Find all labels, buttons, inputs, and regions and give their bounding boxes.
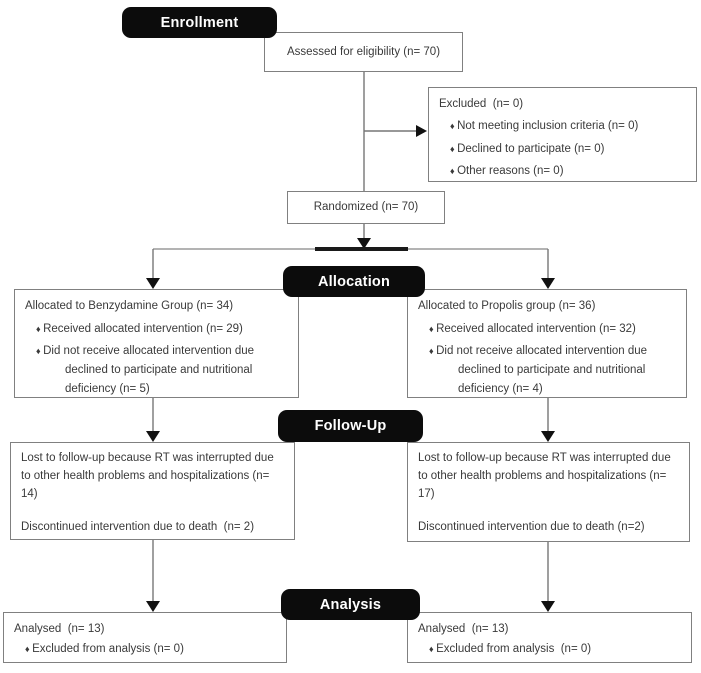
arrow-to-excluded	[364, 125, 427, 137]
split-line-thick-segment	[315, 247, 408, 251]
allocation-left-bullet: Received allocated intervention (n= 29)	[25, 320, 290, 339]
excluded-bullet: Other reasons (n= 0)	[439, 162, 688, 180]
arrow-split-to-allocation-right	[541, 249, 555, 289]
excluded-title: Excluded (n= 0)	[439, 98, 524, 110]
allocation-right-box: Allocated to Propolis group (n= 36) Rece…	[407, 289, 687, 398]
stage-badge-enrollment: Enrollment	[122, 7, 277, 38]
split-line	[153, 247, 548, 251]
followup-right-lost: Lost to follow-up because RT was interru…	[418, 452, 671, 500]
excluded-bullet: Not meeting inclusion criteria (n= 0)	[439, 117, 688, 135]
stage-badge-allocation: Allocation	[283, 266, 425, 297]
followup-right-discontinued: Discontinued intervention due to death (…	[418, 521, 645, 534]
allocation-left-box: Allocated to Benzydamine Group (n= 34) R…	[14, 289, 299, 398]
analysis-right-box: Analysed (n= 13) Excluded from analysis …	[407, 612, 692, 663]
stage-badge-analysis: Analysis	[281, 589, 420, 620]
excluded-box: Excluded (n= 0) Not meeting inclusion cr…	[428, 87, 697, 182]
arrow-randomized-to-split	[357, 223, 371, 249]
analysis-left-bullet: Excluded from analysis (n= 0)	[14, 640, 278, 658]
arrow-allocation-to-followup-left	[146, 398, 160, 442]
followup-right-box: Lost to follow-up because RT was interru…	[407, 442, 690, 542]
excluded-bullet: Declined to participate (n= 0)	[439, 140, 688, 158]
stage-badge-follow-up: Follow-Up	[278, 410, 423, 442]
arrow-followup-to-analysis-left	[146, 540, 160, 612]
allocation-right-title: Allocated to Propolis group (n= 36)	[418, 300, 596, 312]
allocation-right-bullet: Received allocated intervention (n= 32)	[418, 320, 678, 339]
followup-left-box: Lost to follow-up because RT was interru…	[10, 442, 295, 540]
arrow-split-to-allocation-left	[146, 249, 160, 289]
arrow-followup-to-analysis-right	[541, 542, 555, 612]
assessed-text: Assessed for eligibility (n= 70)	[286, 45, 441, 58]
analysis-left-title: Analysed (n= 13)	[14, 623, 105, 635]
assessed-box: Assessed for eligibility (n= 70)	[264, 32, 463, 72]
followup-left-lost: Lost to follow-up because RT was interru…	[21, 452, 274, 500]
arrow-allocation-to-followup-right	[541, 397, 555, 442]
followup-left-discontinued: Discontinued intervention due to death (…	[21, 521, 255, 534]
analysis-right-bullet: Excluded from analysis (n= 0)	[418, 640, 683, 658]
allocation-left-bullet: Did not receive allocated intervention d…	[25, 342, 290, 398]
analysis-right-title: Analysed (n= 13)	[418, 623, 509, 635]
allocation-left-title: Allocated to Benzydamine Group (n= 34)	[25, 300, 234, 312]
analysis-left-box: Analysed (n= 13) Excluded from analysis …	[3, 612, 287, 663]
randomized-box: Randomized (n= 70)	[287, 191, 445, 224]
randomized-text: Randomized (n= 70)	[313, 201, 419, 214]
allocation-right-bullet: Did not receive allocated intervention d…	[418, 342, 678, 398]
